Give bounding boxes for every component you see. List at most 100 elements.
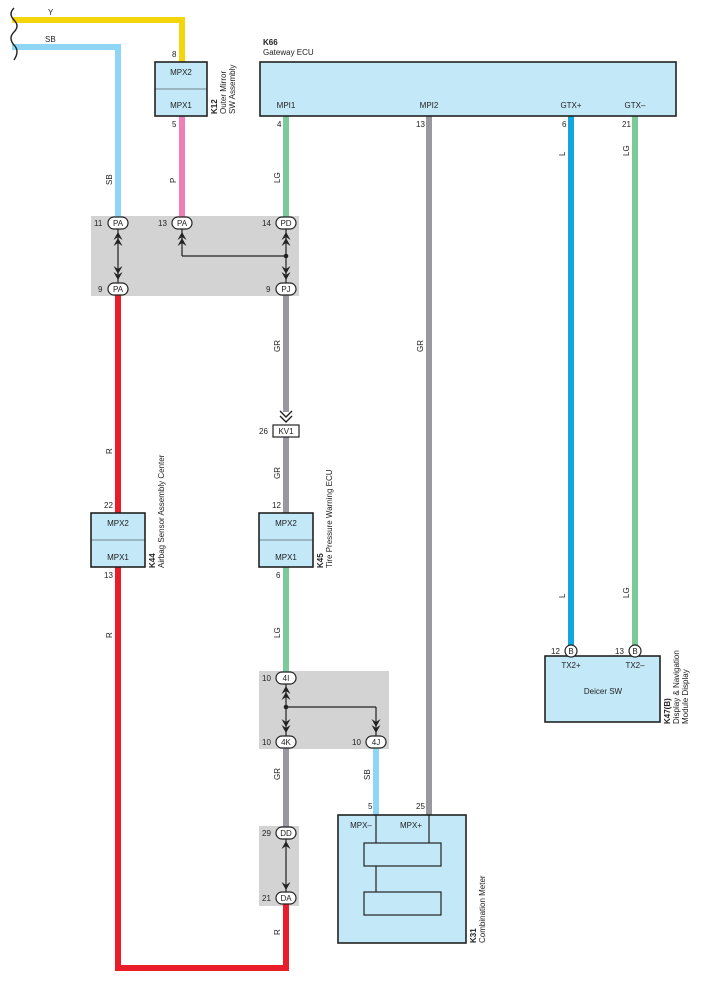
k66-pin-gtxm: GTX– — [625, 101, 646, 110]
wire-color-label: R — [273, 929, 282, 935]
connector-pin-no: 10 — [352, 738, 361, 747]
k45-pin-bottom: MPX1 — [275, 553, 297, 562]
k66-pin-gtxp: GTX+ — [560, 101, 581, 110]
k44-pin-bottom: MPX1 — [107, 553, 129, 562]
connector-code: PJ — [281, 285, 290, 294]
k47-connector-b — [564, 644, 578, 658]
wire-color-label: GR — [273, 467, 282, 479]
k66-pin-mpi2: MPI2 — [420, 101, 439, 110]
k12-pin-bottom: MPX1 — [170, 101, 192, 110]
connector-pd-14 — [275, 216, 297, 230]
connector-kv1 — [272, 424, 300, 438]
junction-2-arrows — [281, 686, 381, 733]
k44-pin-top: MPX2 — [107, 519, 129, 528]
wire-color-label: L — [558, 151, 567, 156]
wire-color-label: LG — [622, 587, 631, 598]
k12-pin-top: MPX2 — [170, 68, 192, 77]
connector-code: DD — [280, 829, 292, 838]
k47-name-2: Module Display — [681, 669, 690, 724]
junction-3-arrows — [281, 841, 291, 890]
connector-code: 4K — [281, 738, 291, 747]
wire-color-label: L — [558, 593, 567, 598]
k45-pin-no-bottom: 6 — [276, 571, 281, 580]
k47-component — [544, 655, 661, 723]
k31-pin-mpxm: MPX– — [350, 821, 372, 830]
k66-pin-mpi1: MPI1 — [277, 101, 296, 110]
wire-color-label: GR — [273, 768, 282, 780]
wire-color-label: P — [169, 178, 178, 183]
connector-pin-no: 14 — [262, 219, 271, 228]
connector-pa-13 — [171, 216, 193, 230]
k47-pin-no: 13 — [615, 647, 624, 656]
connector-pa-9 — [107, 282, 129, 296]
k45-pin-no-top: 12 — [272, 501, 281, 510]
k66-pin-no: 21 — [622, 120, 631, 129]
connector-code: KV1 — [278, 427, 294, 436]
k44-name: Airbag Sensor Assembly Center — [157, 454, 166, 568]
wire-break-mark — [10, 7, 18, 61]
k44-pin-no-top: 22 — [104, 501, 113, 510]
k45-name: Tire Pressure Warning ECU — [325, 469, 334, 568]
k47-connector-code: B — [632, 647, 637, 656]
wire-color-label: SB — [363, 769, 372, 780]
wire-color-label: Y — [48, 8, 54, 17]
k44-code: K44 — [148, 553, 157, 568]
connector-dd — [275, 826, 297, 840]
wire-color-label: LG — [273, 172, 282, 183]
k66-pin-no: 4 — [277, 120, 282, 129]
connector-code: 4I — [283, 674, 290, 683]
connector-code: DA — [280, 894, 292, 903]
k47-connector-b — [628, 644, 642, 658]
k31-component — [337, 814, 467, 944]
k66-code: K66 — [263, 38, 278, 47]
connector-4k — [275, 735, 297, 749]
kv1-chevron-icon — [279, 410, 293, 423]
wire-color-label: GR — [273, 340, 282, 352]
k45-code: K45 — [316, 553, 325, 568]
wire-color-label: SB — [45, 35, 56, 44]
splice-dot — [283, 253, 289, 259]
connector-pin-no: 11 — [94, 219, 103, 228]
connector-pin-no: 13 — [158, 219, 167, 228]
k47-code: K47(B) — [663, 698, 672, 724]
k47-pin-no: 12 — [551, 647, 560, 656]
wire-y-top — [12, 17, 185, 62]
k47-pin-tx2m: TX2– — [625, 661, 645, 670]
wire-r-k44-bottom — [115, 567, 289, 971]
k12-name-2: SW Assembly — [228, 65, 237, 114]
k12-code: K12 — [210, 99, 219, 114]
k12-name-1: Outer Mirror — [219, 71, 228, 114]
connector-pin-no: 10 — [262, 674, 271, 683]
k47-pin-tx2p: TX2+ — [561, 661, 581, 670]
wire-color-label: R — [105, 632, 114, 638]
k44-pin-no-bottom: 13 — [104, 571, 113, 580]
k47-name-1: Display & Navigation — [672, 650, 681, 724]
connector-pa-11 — [107, 216, 129, 230]
wire-color-label: R — [105, 448, 114, 454]
connector-code: PA — [177, 219, 188, 228]
k66-component — [259, 61, 677, 117]
connector-pin-no: 9 — [98, 285, 103, 294]
k31-name: Combination Meter — [478, 875, 487, 943]
connector-pin-no: 9 — [266, 285, 271, 294]
connector-code: PD — [280, 219, 291, 228]
k66-pin-no: 13 — [416, 120, 425, 129]
connector-code: PA — [113, 219, 124, 228]
connector-pin-no: 21 — [262, 894, 271, 903]
wire-color-label: GR — [416, 340, 425, 352]
wire-color-label: LG — [622, 145, 631, 156]
wire-color-label: SB — [105, 174, 114, 185]
k66-pin-no: 6 — [562, 120, 567, 129]
connector-code: PA — [113, 285, 124, 294]
wire-color-label: LG — [273, 627, 282, 638]
connector-4j — [365, 735, 387, 749]
connector-pin-no: 10 — [262, 738, 271, 747]
k45-pin-top: MPX2 — [275, 519, 297, 528]
k12-pin-no-top: 8 — [172, 50, 177, 59]
junction-1-arrows — [113, 232, 291, 280]
k31-pin-no: 25 — [416, 802, 425, 811]
splice-dot — [283, 704, 289, 710]
k47-inner-label: Deicer SW — [584, 687, 623, 696]
connector-4i — [275, 671, 297, 685]
